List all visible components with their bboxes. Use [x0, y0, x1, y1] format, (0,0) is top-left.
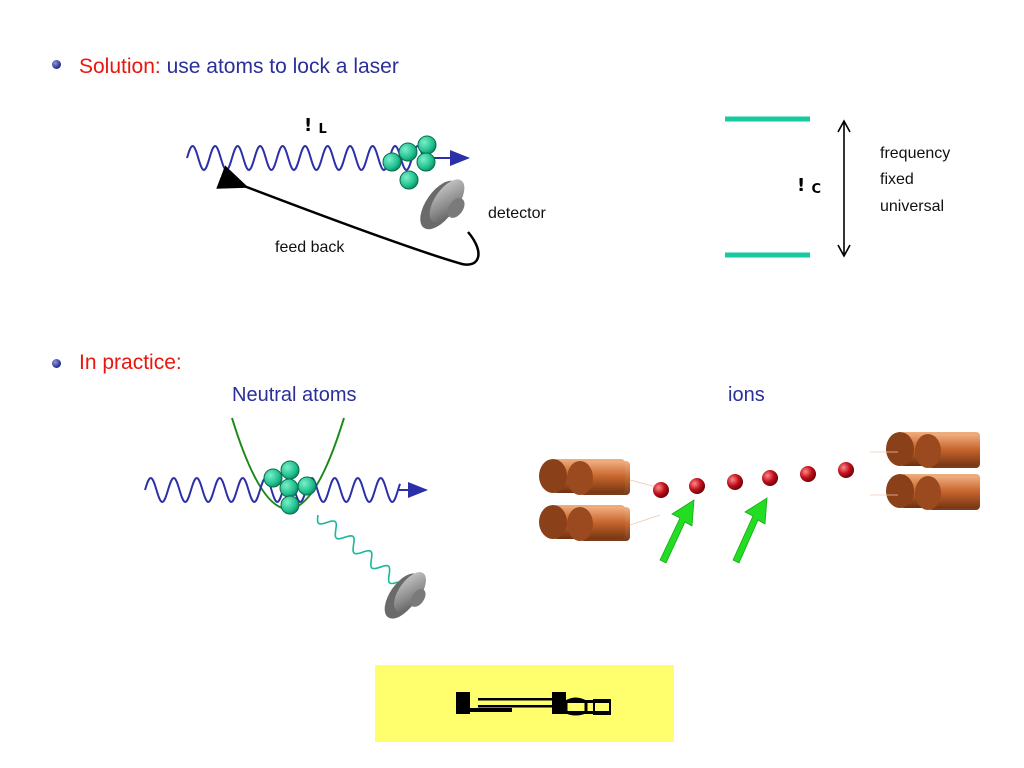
- property-frequency: frequency: [880, 145, 951, 162]
- ion: [689, 478, 705, 494]
- green-arrow: [732, 497, 768, 564]
- laser-wave-bottom: [144, 476, 401, 504]
- bullet-solution: Solution: use atoms to lock a laser: [79, 55, 399, 79]
- atom-cluster-bottom: [263, 460, 317, 515]
- transition-frequency-subscript: C: [811, 182, 822, 197]
- atom: [416, 152, 436, 172]
- ion-trap-electrodes-right: [886, 432, 980, 510]
- electrode: [886, 474, 980, 510]
- addressing-laser-arrows: [659, 497, 768, 564]
- fluorescence-photon: [316, 514, 399, 585]
- atom: [399, 170, 419, 190]
- ions-label: ions: [728, 384, 765, 406]
- electrode: [886, 432, 980, 468]
- atom: [297, 476, 317, 496]
- atom: [398, 142, 418, 162]
- ion: [727, 474, 743, 490]
- atom: [263, 468, 283, 488]
- bullet-solution-text: use atoms to lock a laser: [160, 55, 399, 78]
- feedback-arrow: [216, 165, 480, 266]
- ion-chain: [653, 462, 854, 498]
- detector-bottom: [384, 572, 426, 619]
- atom: [417, 135, 437, 155]
- atom: [279, 478, 299, 498]
- laser-frequency-subscript: L: [318, 122, 327, 137]
- frequency-double-arrow: [837, 119, 851, 258]
- atom-cluster-top: [382, 135, 437, 190]
- atom: [280, 495, 300, 515]
- detector-label: detector: [488, 205, 546, 222]
- feedback-label: feed back: [275, 239, 345, 256]
- equation-glyph: [456, 692, 611, 716]
- bullet-practice-lead: In practice:: [79, 351, 182, 374]
- ion: [838, 462, 854, 478]
- trap-field-lines: [629, 451, 898, 526]
- green-arrow: [659, 499, 695, 564]
- atom: [280, 460, 300, 480]
- electrode: [539, 459, 630, 495]
- ion: [653, 482, 669, 498]
- bullet-practice: In practice:: [79, 351, 182, 375]
- transition-frequency-label: ! C: [797, 175, 822, 197]
- property-fixed: fixed: [880, 171, 914, 188]
- property-universal: universal: [880, 198, 945, 215]
- electrode: [539, 505, 630, 541]
- ion: [762, 470, 778, 486]
- neutral-atoms-label: Neutral atoms: [232, 384, 357, 406]
- ion: [800, 466, 816, 482]
- laser-frequency-label: ! L: [304, 115, 327, 137]
- ion-trap-electrodes-left: [539, 459, 630, 541]
- bullet-dot-practice: [52, 359, 61, 368]
- atom: [382, 152, 402, 172]
- bullet-dot-solution: [52, 60, 61, 69]
- bullet-solution-lead: Solution:: [79, 55, 161, 78]
- detector-top: [420, 179, 465, 230]
